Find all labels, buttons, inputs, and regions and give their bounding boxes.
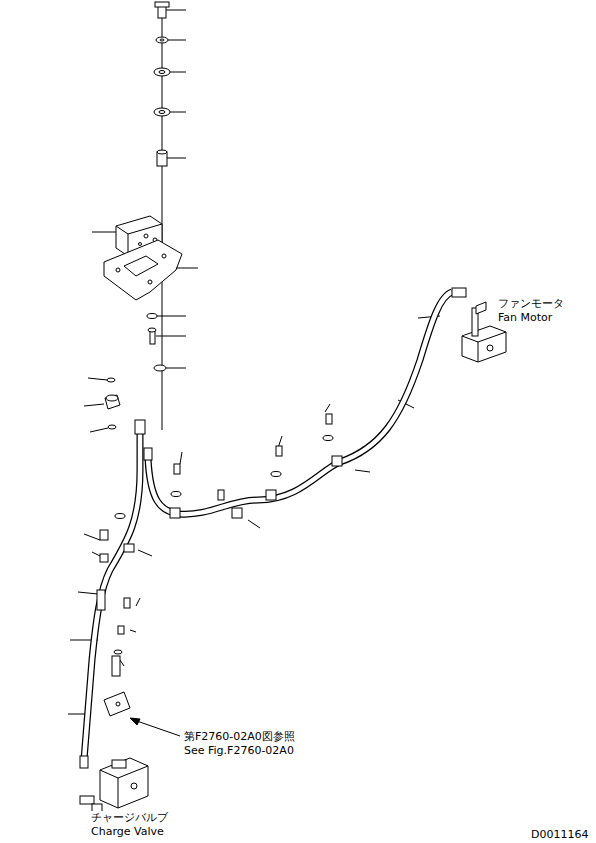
reference-note: 第F2760-02A0図参照 [183, 730, 296, 743]
part-label: ファンモータ [497, 297, 565, 310]
drawing-number: D0011164 [530, 828, 589, 841]
leader-lines [68, 10, 440, 714]
hose [80, 288, 466, 768]
arrow-head [130, 718, 140, 725]
stack-parts [104, 2, 182, 429]
part-label: Charge Valve [90, 825, 165, 838]
part-label: Fan Motor [497, 311, 553, 324]
reference-note: See Fig.F2760-02A0 [183, 744, 295, 757]
part-label: チャージバルブ [90, 811, 169, 824]
clamps [100, 414, 342, 716]
charge-valve [80, 758, 148, 812]
reference-arrow [134, 720, 180, 736]
